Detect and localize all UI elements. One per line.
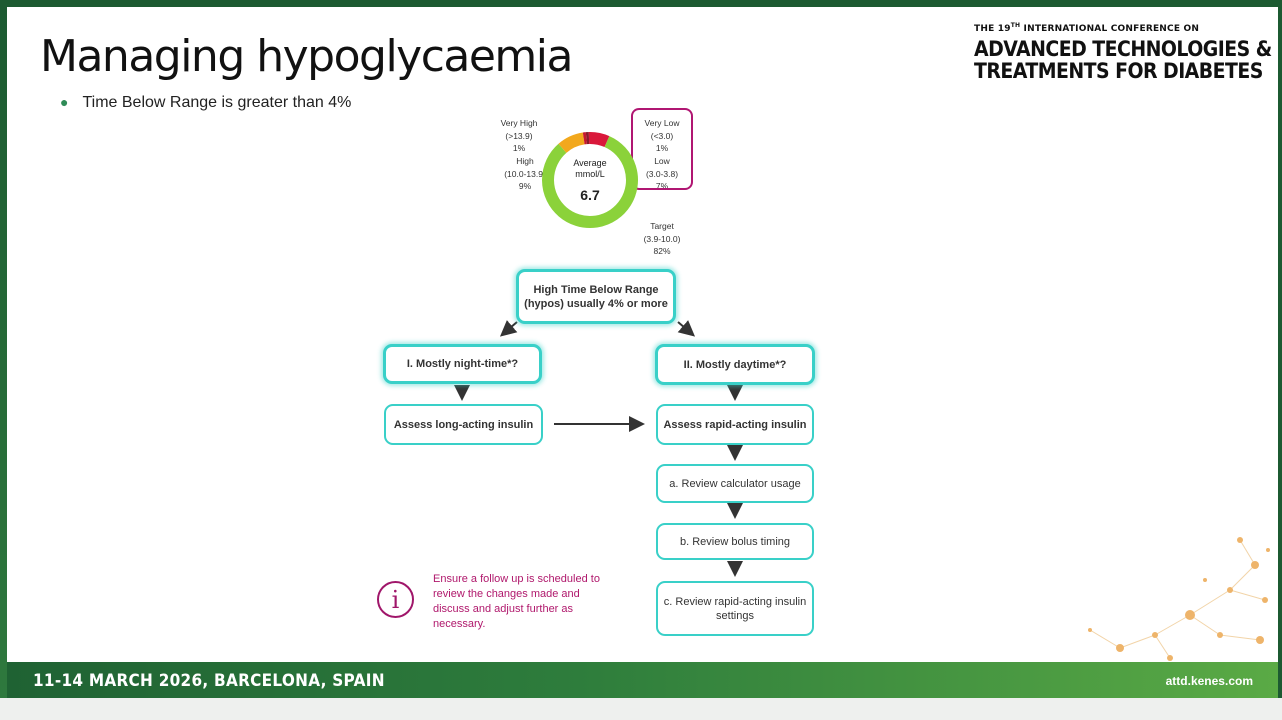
flow-rapid-acting-box: Assess rapid-acting insulin (656, 404, 814, 445)
flow-top-box: High Time Below Range (hypos) usually 4%… (516, 269, 676, 324)
donut-segment-high (558, 132, 585, 154)
donut-center: Average mmol/L 6.7 (555, 158, 625, 203)
label-very-high: Very High(>13.9)1% (500, 118, 538, 153)
conference-name-line2: TREATMENTS FOR DIABETES (974, 59, 1263, 83)
bullet-item: ● Time Below Range is greater than 4% (60, 94, 351, 112)
window-frame-right (1278, 0, 1282, 720)
glucose-donut-chart (542, 132, 638, 228)
label-low: Low(3.0-3.8)7% (645, 156, 679, 191)
label-high: High(10.0-13.9)9% (504, 156, 546, 191)
footer-event-dates: 11-14 MARCH 2026, BARCELONA, SPAIN (33, 671, 385, 691)
donut-caption-2: mmol/L (575, 169, 605, 179)
window-frame-top (0, 0, 1282, 7)
arrow-to-day (677, 320, 696, 337)
molecule-decoration (1088, 537, 1270, 661)
presentation-slide: Managing hypoglycaemia ● Time Below Range… (7, 7, 1278, 662)
donut-segment-low (588, 132, 610, 148)
footer-url: attd.kenes.com (1165, 674, 1253, 688)
flow-long-acting-box: Assess long-acting insulin (384, 404, 543, 445)
label-target: Target(3.9-10.0)82% (643, 221, 681, 256)
flow-step-b-box: b. Review bolus timing (656, 523, 814, 560)
tbr-highlight-box (631, 108, 693, 190)
conference-logo: THE 19TH INTERNATIONAL CONFERENCE ON ADV… (974, 22, 1278, 82)
follow-up-note: Ensure a follow up is scheduled to revie… (433, 573, 600, 630)
flow-day-box: II. Mostly daytime*? (655, 344, 815, 385)
label-very-low: Very Low(<3.0)1% (644, 118, 680, 153)
arrow-to-night (499, 320, 518, 337)
bullet-dot-icon: ● (60, 94, 69, 110)
donut-segment-target (542, 136, 638, 228)
bullet-text: Time Below Range is greater than 4% (82, 94, 352, 111)
average-glucose-value: 6.7 (580, 187, 600, 203)
info-icon: i (377, 581, 414, 618)
donut-caption-1: Average (573, 158, 607, 168)
slide-title: Managing hypoglycaemia (40, 31, 573, 82)
window-frame-left (0, 0, 7, 720)
footer-bar: 11-14 MARCH 2026, BARCELONA, SPAIN attd.… (7, 662, 1278, 698)
flow-night-box: I. Mostly night-time*? (383, 344, 542, 384)
flow-step-c-box: c. Review rapid-acting insulin settings (656, 581, 814, 636)
conference-name-line1: ADVANCED TECHNOLOGIES & (974, 37, 1272, 61)
bottom-strip (0, 698, 1282, 720)
conference-edition: THE 19TH INTERNATIONAL CONFERENCE ON (974, 22, 1200, 34)
flow-step-a-box: a. Review calculator usage (656, 464, 814, 503)
